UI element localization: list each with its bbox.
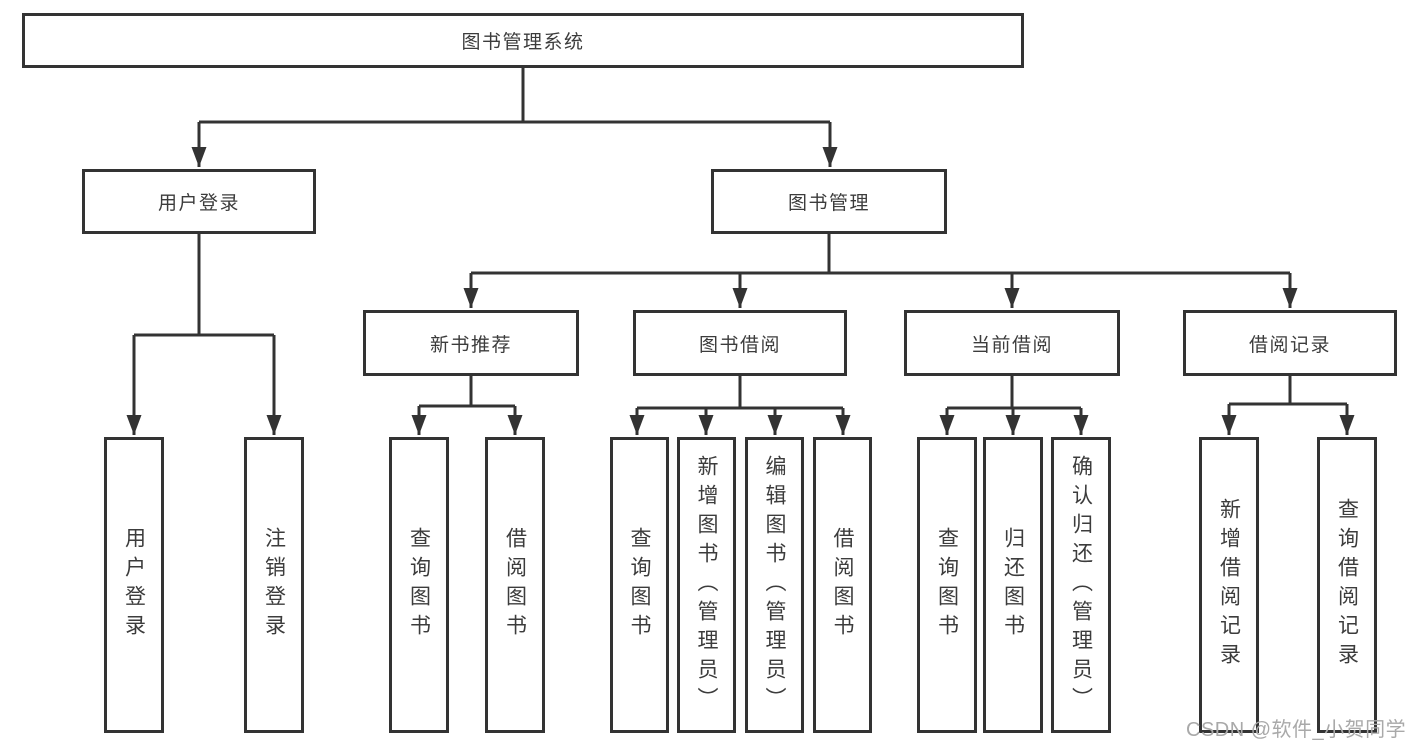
leaf-query-books-borrow: 查询图书 <box>610 437 669 733</box>
leaf-borrow-books-borrow: 借阅图书 <box>813 437 872 733</box>
leaf-query-books-current: 查询图书 <box>917 437 977 733</box>
node-borrowing-records: 借阅记录 <box>1183 310 1397 376</box>
csdn-watermark: CSDN @软件_小贺同学 <box>1186 719 1405 741</box>
leaf-borrow-books-recommend: 借阅图书 <box>485 437 545 733</box>
node-book-management: 图书管理 <box>711 169 947 234</box>
leaf-edit-book-admin: 编辑图书（管理员） <box>745 437 804 733</box>
leaf-query-borrow-record: 查询借阅记录 <box>1317 437 1377 733</box>
node-new-book-recommendation: 新书推荐 <box>363 310 579 376</box>
node-current-borrowing: 当前借阅 <box>904 310 1120 376</box>
node-library-management-system: 图书管理系统 <box>22 13 1024 68</box>
leaf-add-borrow-record: 新增借阅记录 <box>1199 437 1259 733</box>
leaf-query-books-recommend: 查询图书 <box>389 437 449 733</box>
leaf-add-book-admin: 新增图书（管理员） <box>677 437 736 733</box>
leaf-user-login: 用户登录 <box>104 437 164 733</box>
leaf-logout: 注销登录 <box>244 437 304 733</box>
leaf-confirm-return-admin: 确认归还（管理员） <box>1051 437 1111 733</box>
leaf-return-books: 归还图书 <box>983 437 1043 733</box>
node-book-borrowing: 图书借阅 <box>633 310 847 376</box>
node-user-login: 用户登录 <box>82 169 316 234</box>
